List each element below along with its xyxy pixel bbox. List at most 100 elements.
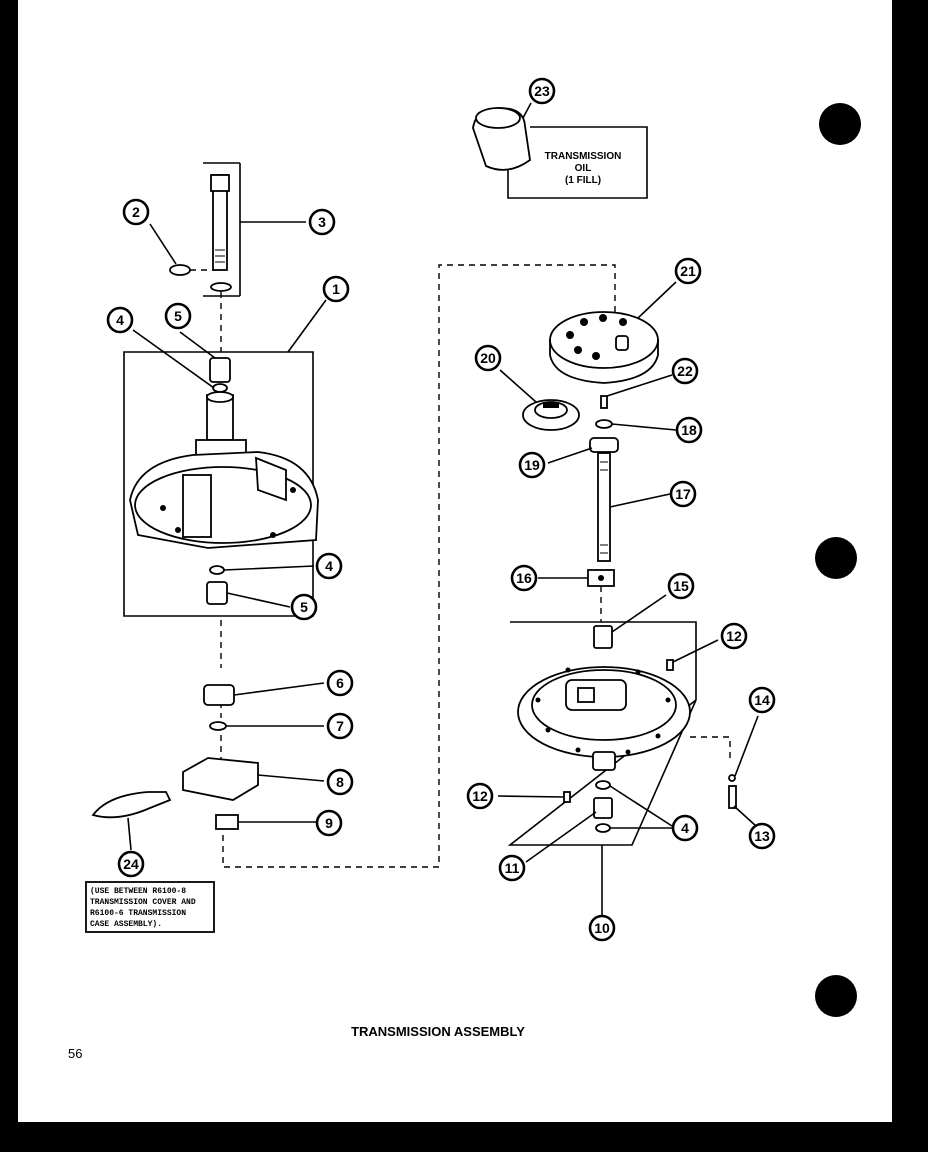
callout-4-top: 4	[106, 306, 134, 334]
leader-2	[149, 223, 177, 265]
callout-2: 2	[122, 198, 150, 226]
callout-17: 17	[669, 480, 697, 508]
gear-part-20	[522, 399, 580, 431]
grease-tube-part-24	[91, 791, 172, 819]
ring-part-2	[169, 264, 191, 276]
callout-10: 10	[588, 914, 616, 942]
callout-9: 9	[315, 809, 343, 837]
washer-part-18	[595, 419, 613, 429]
callout-1: 1	[322, 275, 350, 303]
washer-part-4-cover-top	[595, 780, 611, 790]
svg-text:21: 21	[680, 263, 696, 279]
leader-12-top	[672, 639, 719, 663]
leader-1	[287, 299, 327, 353]
shaft-part-3	[210, 174, 232, 292]
callout-15: 15	[667, 572, 695, 600]
leader-8	[257, 774, 325, 782]
svg-text:5: 5	[300, 599, 308, 615]
pulley-part-21	[549, 311, 659, 384]
callout-11: 11	[498, 854, 526, 882]
key-part-9	[215, 814, 239, 830]
callout-14: 14	[748, 686, 776, 714]
leader-23	[522, 102, 532, 119]
svg-text:3: 3	[318, 214, 326, 230]
note-line-3: R6100-6 TRANSMISSION	[90, 909, 186, 918]
callout-20: 20	[474, 344, 502, 372]
washer-part-4-top	[212, 383, 228, 393]
svg-text:12: 12	[726, 628, 742, 644]
page-number: 56	[68, 1046, 82, 1061]
svg-text:4: 4	[325, 558, 333, 574]
svg-text:23: 23	[534, 83, 550, 99]
svg-text:6: 6	[336, 675, 344, 691]
callout-6: 6	[326, 669, 354, 697]
diagram-canvas: (USE BETWEEN R6100-8 TRANSMISSION COVER …	[68, 77, 861, 1061]
svg-text:11: 11	[505, 860, 520, 876]
svg-text:8: 8	[336, 774, 344, 790]
dash-line-13-14	[690, 736, 731, 760]
binder-hole-middle	[815, 537, 857, 579]
svg-text:24: 24	[123, 856, 139, 872]
cover-box-part-10	[507, 621, 697, 846]
svg-text:7: 7	[336, 718, 344, 734]
bushing-part-5-top	[209, 357, 231, 383]
svg-text:1: 1	[332, 281, 340, 297]
note-line-2: TRANSMISSION COVER AND	[90, 898, 196, 907]
callout-4-cover: 4	[671, 814, 699, 842]
binder-hole-top	[819, 103, 861, 145]
transmission-case-part-1	[129, 391, 319, 549]
leader-20	[499, 369, 537, 403]
svg-text:4: 4	[116, 312, 124, 328]
leaders-13-14	[733, 715, 759, 827]
oil-label-line-2: OIL	[575, 163, 592, 174]
oil-can-part-23	[472, 107, 531, 171]
callout-21: 21	[674, 257, 702, 285]
callout-18: 18	[675, 416, 703, 444]
callout-7: 7	[326, 712, 354, 740]
ring-part-7	[209, 721, 227, 731]
callout-24: 24	[117, 850, 145, 878]
washer-part-4-lower	[209, 565, 225, 575]
pin-part-12-lower	[563, 791, 571, 803]
svg-text:18: 18	[681, 422, 697, 438]
washer-part-4-cover-lower	[595, 823, 611, 833]
leaders-4-5-top	[132, 329, 216, 389]
callout-16: 16	[510, 564, 538, 592]
callout-13: 13	[748, 822, 776, 850]
note-box	[85, 881, 215, 933]
svg-text:2: 2	[132, 204, 140, 220]
svg-text:13: 13	[754, 828, 770, 844]
svg-text:4: 4	[681, 820, 689, 836]
callout-12-top: 12	[720, 622, 748, 650]
leader-17	[609, 493, 671, 508]
oil-label-line-1: TRANSMISSION	[545, 151, 622, 162]
dashed-center-left	[220, 264, 616, 868]
svg-text:9: 9	[325, 815, 333, 831]
gear-part-19	[589, 437, 619, 453]
callout-12-lower: 12	[466, 782, 494, 810]
svg-text:20: 20	[480, 350, 496, 366]
svg-text:15: 15	[673, 578, 689, 594]
leader-22	[606, 374, 673, 397]
callout-19: 19	[518, 451, 546, 479]
leader-18	[611, 423, 677, 431]
svg-text:10: 10	[594, 920, 610, 936]
svg-text:14: 14	[754, 692, 770, 708]
leader-21	[637, 281, 677, 319]
shaft-part-17	[597, 452, 611, 562]
washer-part-14	[728, 774, 736, 782]
pin-part-22	[600, 395, 608, 409]
leader-6	[233, 682, 325, 696]
leader-24	[127, 817, 132, 851]
screw-part-13	[728, 785, 737, 809]
svg-text:22: 22	[677, 363, 693, 379]
pin-part-12-top	[666, 659, 674, 671]
svg-text:5: 5	[174, 308, 182, 324]
leader-12-lower	[497, 795, 565, 798]
binder-hole-bottom	[815, 975, 857, 1017]
note-line-1: (USE BETWEEN R6100-8	[90, 887, 186, 896]
gear-part-6	[203, 684, 235, 706]
callout-8: 8	[326, 768, 354, 796]
svg-text:19: 19	[524, 457, 540, 473]
leaders-4-5-lower	[223, 565, 315, 608]
